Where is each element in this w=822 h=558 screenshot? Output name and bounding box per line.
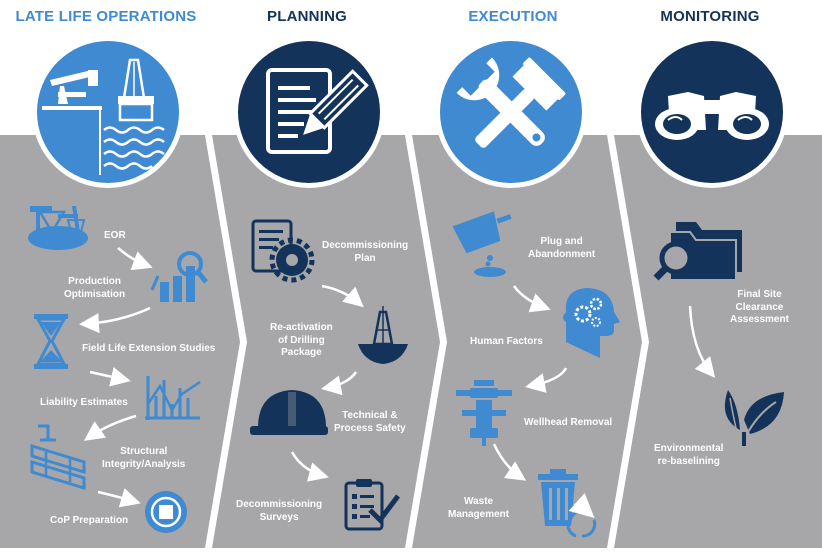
item-label-technical-process-safety: Technical & Process Safety: [334, 410, 406, 434]
flow-arrows-monitoring: [688, 305, 716, 378]
item-label-waste-management: Waste Management: [448, 496, 510, 520]
drilling-rig-icon: [358, 306, 408, 364]
flow-arrows-execution: [492, 285, 568, 481]
line-chart-icon: [145, 376, 201, 420]
clipboard-checklist-icon: [344, 479, 400, 531]
folder-search-icon: [653, 222, 742, 281]
column-title-planning: PLANNING: [267, 8, 347, 25]
document-pencil-icon: [266, 68, 369, 154]
item-label-field-life-extension: Field Life Extension Studies: [82, 343, 216, 354]
pumpjack-icon: [28, 206, 88, 250]
structure-icon: [30, 424, 86, 491]
recycle-bin-icon: [538, 469, 597, 538]
item-label-plug-abandonment: Plug and Abandonment: [528, 236, 596, 260]
item-label-eor: EOR: [104, 230, 126, 241]
flow-arrows-planning: [290, 284, 364, 482]
panel-monitoring: [614, 135, 822, 548]
item-label-wellhead-removal: Wellhead Removal: [524, 417, 613, 428]
item-label-structural-integrity: Structural Integrity/Analysis: [102, 446, 186, 470]
header-circle-late-life-operations: [32, 36, 184, 188]
column-title-monitoring: MONITORING: [660, 8, 760, 25]
oil-rig-icon: [42, 58, 165, 175]
column-title-late-life-operations: LATE LIFE OPERATIONS: [15, 8, 197, 25]
column-title-execution: EXECUTION: [468, 8, 558, 25]
item-label-reactivation-drilling: Re-activation of Drilling Package: [270, 322, 333, 358]
wellhead-icon: [456, 380, 512, 446]
item-label-environmental-rebaselining: Environmental re-baselining: [654, 443, 724, 467]
hourglass-icon: [34, 314, 68, 369]
chart-magnifier-icon: [150, 251, 208, 302]
panel-late-life-operations: [0, 135, 240, 548]
hard-hat-icon: [250, 390, 328, 435]
item-label-decommissioning-plan: Decommissioning Plan: [322, 240, 409, 264]
hammer-wrench-icon: [456, 57, 566, 148]
item-label-human-factors: Human Factors: [470, 336, 543, 347]
stop-button-icon: [145, 491, 187, 533]
item-label-production-optimisation: Production Optimisation: [64, 276, 126, 300]
item-label-final-site-clearance: Final Site Clearance Assessment: [730, 289, 789, 325]
binoculars-icon: [655, 92, 769, 140]
document-gear-icon: [251, 219, 315, 283]
item-label-cop-preparation: CoP Preparation: [50, 515, 129, 526]
item-label-decommissioning-surveys: Decommissioning Surveys: [236, 499, 323, 523]
flow-arrows-late-life: [79, 247, 153, 508]
item-label-liability-estimates: Liability Estimates: [40, 397, 128, 408]
pouring-ladle-icon: [452, 211, 512, 277]
head-gears-icon: [563, 288, 620, 358]
leaves-icon: [724, 390, 784, 446]
